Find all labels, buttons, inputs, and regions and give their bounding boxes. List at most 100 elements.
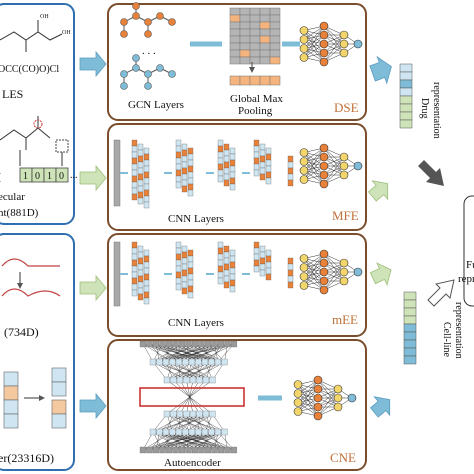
ae-bar-cell	[139, 340, 147, 348]
fp-ellipsis: ...	[70, 170, 78, 181]
feature-map-cell	[175, 139, 182, 147]
feature-map-cell	[259, 143, 266, 151]
feature-map-cell	[217, 157, 224, 165]
ae-bar-cell	[152, 340, 160, 348]
feature-map-cell	[137, 191, 144, 199]
feature-map-cell	[131, 289, 138, 297]
feature-map-cell	[181, 161, 188, 169]
fingerprint-molecule	[0, 116, 69, 166]
ae-node	[195, 358, 202, 366]
feature-map-cell	[187, 147, 194, 155]
ae-bar-cell	[185, 446, 192, 454]
ae-node	[175, 358, 183, 366]
ae-bar-cell	[159, 446, 166, 454]
mlp-neuron	[333, 393, 343, 403]
input-arrows	[79, 50, 107, 420]
ae-node	[209, 376, 216, 384]
feature-map-cell	[259, 269, 266, 277]
pool-cell	[229, 7, 241, 16]
representation-cell	[403, 323, 417, 333]
cne-tag: CNE	[330, 450, 356, 465]
feature-map-cell	[187, 267, 194, 275]
feature-map-cell	[181, 185, 188, 193]
feature-map-cell	[175, 145, 182, 153]
feature-map-cell	[143, 297, 150, 305]
ae-bar-cell	[139, 446, 147, 454]
mlp-neuron	[339, 48, 349, 58]
feature-map-cell	[223, 173, 230, 181]
ae-node	[202, 376, 210, 384]
feature-map-cell	[265, 249, 272, 257]
feature-map-cell	[259, 245, 266, 253]
ae-bar-cell	[211, 446, 218, 454]
feature-map-cell	[253, 151, 260, 159]
feature-map-cell	[187, 165, 194, 173]
feature-map-cell	[223, 251, 230, 259]
feature-map-cell	[181, 143, 188, 151]
feature-map-cell	[187, 153, 194, 161]
ae-bar-cell	[204, 446, 212, 454]
pool-cell	[249, 49, 261, 58]
pooled-cell	[259, 75, 271, 86]
pooled-cell	[269, 75, 281, 86]
feature-map-cell	[259, 263, 266, 271]
pool-cell	[239, 21, 251, 30]
ae-node	[182, 428, 189, 436]
feature-map-cell	[137, 287, 144, 295]
ae-node	[149, 358, 157, 366]
ae-node	[209, 410, 216, 418]
mlp-neuron	[319, 143, 329, 153]
feature-map-cell	[187, 177, 194, 185]
feature-map-cell	[259, 251, 266, 259]
feature-map-cell	[181, 275, 188, 283]
feature-map-cell	[181, 245, 188, 253]
feature-map-cell	[253, 145, 260, 153]
pool-label-1: Global Max	[230, 93, 283, 105]
feature-map-cell	[143, 189, 150, 197]
feature-map-cell	[131, 175, 138, 183]
representation-cell	[399, 119, 413, 129]
cell-representation-vector	[403, 291, 417, 365]
autoencoder	[139, 340, 238, 454]
feature-map-cell	[175, 175, 182, 183]
pool-cell	[239, 49, 251, 58]
feature-map-cell	[131, 241, 138, 249]
mlp-neuron	[313, 384, 323, 394]
representation-cell	[403, 347, 417, 357]
mlp-neuron	[319, 48, 329, 58]
ae-node	[214, 358, 222, 366]
mlp-edge	[297, 388, 319, 412]
expression-label: (734D)	[4, 325, 39, 339]
ae-node	[170, 376, 177, 384]
fusion-box	[463, 195, 474, 307]
mlp-neuron	[313, 411, 323, 421]
representation-cell	[399, 103, 413, 113]
mlp-network-dse	[299, 21, 363, 67]
mlp-neuron	[339, 161, 349, 171]
feature-map-cell	[265, 153, 272, 161]
feature-map-cell	[217, 139, 224, 147]
feature-map-cell	[131, 157, 138, 165]
mlp-edge	[297, 379, 319, 403]
representation-cell	[403, 299, 417, 309]
feature-map-cell	[217, 169, 224, 177]
pool-cell	[249, 21, 261, 30]
feature-map-cell	[265, 255, 272, 263]
feature-map-cell	[187, 285, 194, 293]
mlp-neuron	[299, 148, 309, 157]
flatten-cell	[287, 173, 294, 181]
ae-node	[163, 410, 171, 418]
mlp-edge	[317, 397, 339, 417]
feature-map-cell	[137, 173, 144, 181]
feature-map-cell	[253, 247, 260, 255]
pool-cell	[249, 42, 261, 51]
mlp-neuron	[353, 161, 363, 171]
feature-map-cell	[137, 275, 144, 283]
feature-map-cell	[265, 261, 272, 269]
representation-cell	[399, 95, 413, 105]
representation-cell	[399, 63, 413, 73]
pool-cell	[249, 35, 261, 44]
representation-cell	[399, 111, 413, 121]
ae-bar-cell	[172, 340, 179, 348]
